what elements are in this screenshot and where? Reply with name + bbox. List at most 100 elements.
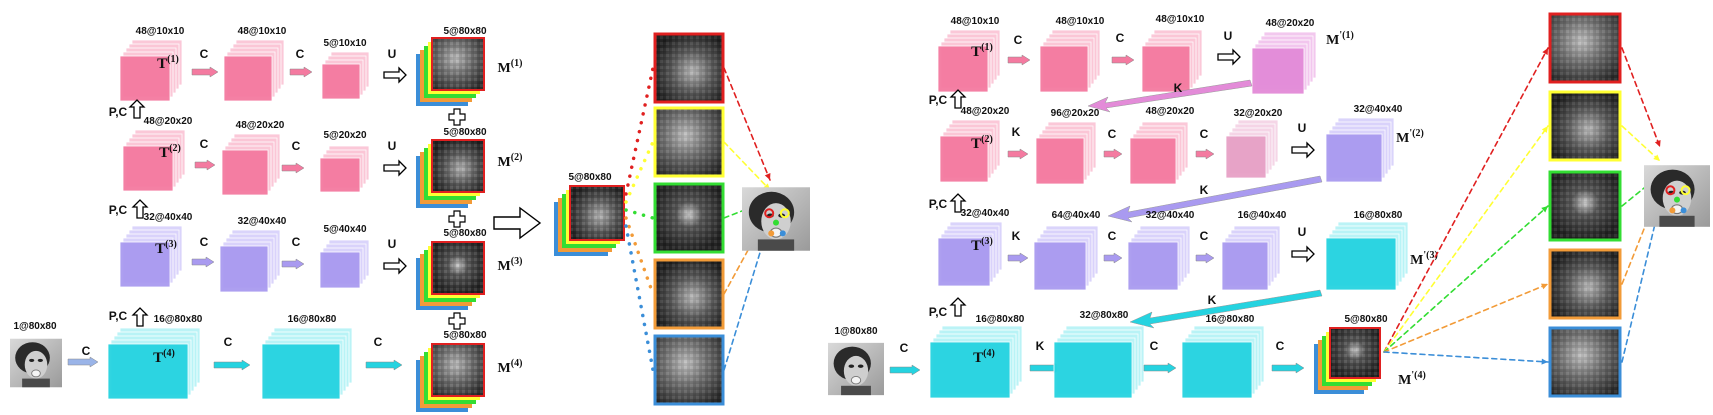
m3-label: M'(3) [1410, 250, 1438, 268]
dashed-arrow [723, 141, 771, 191]
m2-label-letter: M [1396, 131, 1409, 146]
tensor-size-label: 64@40x40 [1052, 210, 1101, 221]
tensor-size-label: 48@20x20 [961, 106, 1010, 117]
tensor-size-label: 16@80x80 [976, 314, 1025, 325]
m3-label-superscript: '(3) [1423, 250, 1437, 261]
tensor-stack-layer [122, 145, 174, 192]
landmark-heatmap-texture [655, 184, 723, 252]
t1-label-superscript: (1) [167, 54, 179, 65]
face-photo-icon [828, 342, 884, 396]
tensor-size-label: 32@40x40 [1146, 210, 1195, 221]
dashed-arrow-head [1542, 48, 1548, 55]
tensor-size-label: 16@80x80 [1206, 314, 1255, 325]
tensor-stack-layer [319, 157, 361, 193]
conv-arrow-icon [213, 359, 251, 371]
tensor-size-label: 48@20x20 [1266, 18, 1315, 29]
skip-op-label: K [1200, 183, 1209, 197]
tensor-size-label: 5@40x40 [323, 224, 367, 235]
skip-arrow-icon [1129, 289, 1323, 329]
dotted-link-line [624, 208, 655, 220]
conv-op-label: C [1150, 339, 1159, 353]
pool-conv-op-label: P,C [929, 305, 948, 319]
skip-op-label: K [1174, 81, 1183, 95]
tensor-stack [319, 145, 370, 193]
conv-arrow-icon [365, 359, 403, 371]
tensor-size-label: 48@20x20 [144, 116, 193, 127]
hollow-up-arrow-icon [949, 89, 967, 109]
tensor-size-label: 32@40x40 [238, 216, 287, 227]
tensor-size-label: 48@10x10 [136, 26, 185, 37]
tensor-size-label: 5@80x80 [443, 127, 487, 138]
conv-arrow-icon [1143, 362, 1177, 374]
landmark-heatmap [1548, 326, 1622, 398]
upsample-op-label: U [1224, 29, 1233, 43]
landmark-heatmap-texture [1550, 172, 1620, 240]
tensor-stack [937, 221, 1003, 287]
tensor-stack-layer [119, 55, 171, 102]
face-photo-icon [10, 338, 62, 388]
tensor-stack [223, 39, 285, 102]
t4-label: T(4) [973, 348, 995, 366]
tensor-stack [119, 225, 183, 288]
tensor-stack [119, 39, 183, 102]
tensor-stack [219, 229, 281, 293]
landmark-heatmap-border [1548, 90, 1622, 162]
landmark-heatmap-texture [1550, 92, 1620, 160]
m4-label-superscript: '(4) [1411, 370, 1425, 381]
tensor-size-label: 32@80x80 [1080, 310, 1129, 321]
tensor-size-label: 32@40x40 [1354, 104, 1403, 115]
conv-arrow-icon [1007, 54, 1031, 66]
dashed-arrow-line [723, 209, 771, 295]
tensor-size-label: 5@20x20 [323, 130, 367, 141]
t2-label-letter: T [971, 136, 981, 152]
tensor-size-label: 32@20x20 [1234, 108, 1283, 119]
heatmap-stack-texture [432, 344, 484, 396]
m1-label-superscript: (1) [511, 58, 523, 69]
conv-arrow-icon [191, 66, 219, 78]
dashed-arrow-line [1383, 351, 1549, 363]
tensor-stack [319, 239, 370, 289]
m3-label-letter: M [1410, 253, 1423, 268]
tensor-stack-layer [1127, 241, 1179, 291]
left-network-panel: 1@80x80C48@10x10T(1)C48@10x10C5@10x10U5@… [10, 26, 810, 412]
conv-op-label: C [1108, 229, 1117, 243]
m2-label-superscript: '(2) [1409, 128, 1423, 139]
tensor-size-label: 5@10x10 [323, 38, 367, 49]
tensor-size-label: 16@80x80 [154, 314, 203, 325]
tensor-size-label: 5@80x80 [443, 228, 487, 239]
skip-op-label: K [1208, 293, 1217, 307]
hollow-arrow-icon [383, 66, 407, 84]
right-network-panel: 1@80x80C48@10x10T(1)C48@10x10C48@10x10U4… [828, 12, 1710, 399]
combined-heatmap-stack [554, 185, 625, 256]
landmark-heatmap-texture [655, 34, 723, 102]
t3-label-letter: T [155, 241, 165, 257]
conv-arrow-icon [194, 159, 216, 171]
heatmap-stack-texture [432, 242, 484, 294]
heatmap-stack [416, 139, 485, 208]
pool-conv-op-label: P,C [109, 203, 128, 217]
landmark-heatmap [653, 334, 725, 406]
conv-arrow-icon [1007, 252, 1029, 264]
dashed-arrow-line [1383, 283, 1549, 353]
tensor-stack-layer [937, 237, 991, 287]
landmark-nose [1674, 196, 1680, 203]
tensor-stack [929, 325, 1023, 399]
t3-label: T(3) [155, 239, 177, 257]
dashed-arrow [1383, 125, 1549, 353]
tensor-stack [221, 133, 281, 196]
heatmap-stack [1314, 327, 1381, 394]
heatmap-stack-border [431, 343, 485, 397]
hollow-arrow-icon [493, 206, 542, 240]
landmark-heatmap-border [1548, 326, 1622, 398]
dotted-link-line [624, 66, 655, 196]
dashed-arrow-head [1653, 154, 1660, 161]
tensor-stack-layer [1181, 341, 1253, 399]
tensor-stack-layer [221, 149, 269, 196]
dashed-arrow [1621, 202, 1662, 363]
dashed-arrow [1383, 47, 1549, 353]
tensor-stack [321, 51, 370, 100]
dotted-link [624, 140, 655, 204]
heatmap-stack-border [431, 139, 485, 193]
conv-arrow-icon [1195, 252, 1215, 264]
tensor-stack-layer [223, 55, 273, 102]
